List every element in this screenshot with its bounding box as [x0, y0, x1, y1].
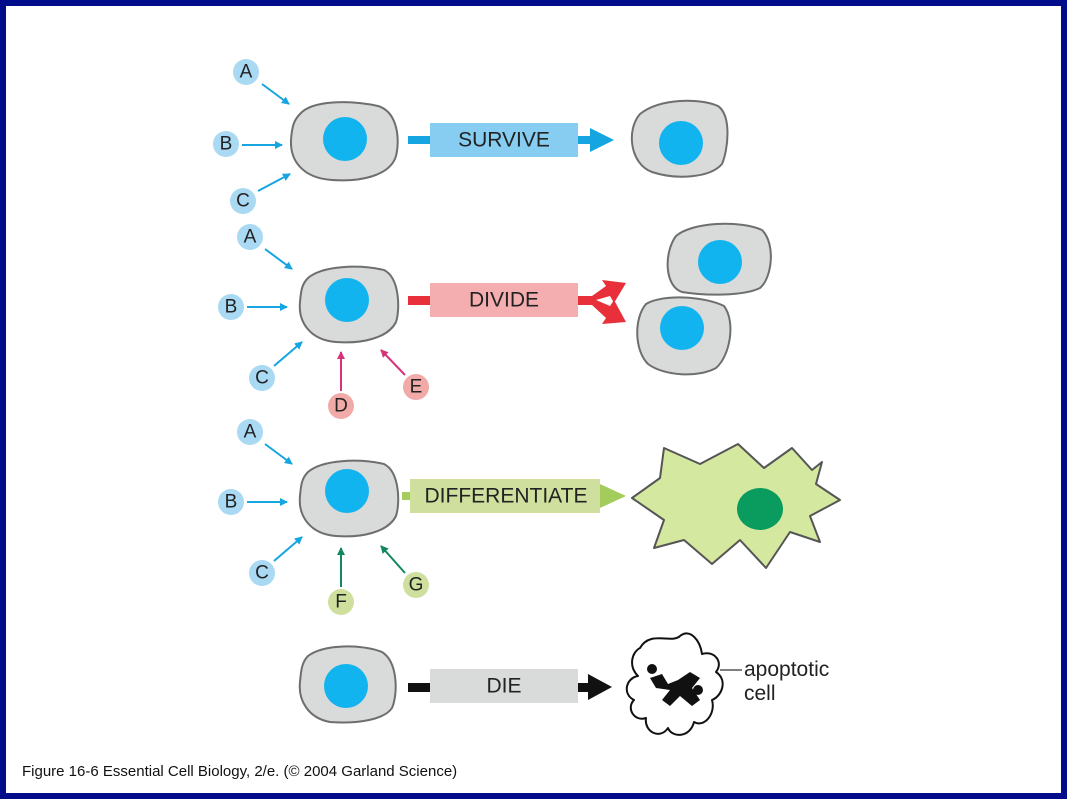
arrow-c-differentiate	[273, 536, 303, 562]
svg-text:B: B	[225, 492, 238, 513]
source-cell-differentiate	[298, 459, 400, 538]
arrow-e-divide	[380, 349, 406, 376]
signal-a-differentiate: A	[237, 419, 263, 445]
signal-c-survive: C	[230, 188, 256, 214]
signal-d-divide: D	[328, 393, 354, 419]
signal-a-survive: A	[233, 59, 259, 85]
signal-e-divide: E	[403, 374, 429, 400]
svg-text:C: C	[236, 191, 250, 212]
nucleus	[660, 306, 704, 350]
svg-text:E: E	[410, 377, 423, 398]
signal-f-differentiate: F	[328, 589, 354, 615]
survive-banner: SURVIVE	[408, 123, 614, 157]
arrow-c-divide	[273, 341, 303, 367]
signal-b-differentiate: B	[218, 489, 244, 515]
arrow-c-survive	[257, 173, 291, 192]
svg-text:DIE: DIE	[486, 675, 521, 698]
svg-text:G: G	[409, 575, 424, 596]
svg-text:A: A	[240, 62, 253, 83]
figure-caption: Figure 16-6 Essential Cell Biology, 2/e.…	[22, 763, 458, 780]
svg-text:C: C	[255, 368, 269, 389]
arrow-a-divide	[264, 248, 293, 270]
svg-text:DIVIDE: DIVIDE	[469, 289, 539, 312]
signal-b-divide: B	[218, 294, 244, 320]
arrow-a-differentiate	[264, 443, 293, 465]
signal-c-divide: C	[249, 365, 275, 391]
split-arrow	[578, 280, 626, 324]
differentiate-row: A B C F G DIFFERENTI	[218, 419, 841, 615]
signal-g-differentiate: G	[403, 572, 429, 598]
svg-text:C: C	[255, 563, 269, 584]
condensed-chromatin	[650, 672, 700, 706]
signal-b-survive: B	[213, 131, 239, 157]
nucleus	[324, 664, 368, 708]
nucleus	[323, 117, 367, 161]
die-banner: DIE	[408, 669, 612, 703]
daughter-cell-top	[666, 222, 772, 296]
daughter-cell-bottom	[636, 296, 732, 376]
svg-text:F: F	[335, 592, 347, 613]
signal-c-differentiate: C	[249, 560, 275, 586]
svg-text:A: A	[244, 227, 257, 248]
svg-text:DIFFERENTIATE: DIFFERENTIATE	[425, 485, 588, 508]
arrow-a-survive	[261, 83, 290, 105]
result-cell-survive	[631, 99, 729, 178]
svg-text:B: B	[220, 134, 233, 155]
svg-text:SURVIVE: SURVIVE	[458, 129, 550, 152]
apoptotic-label-line2: cell	[744, 682, 776, 705]
survive-row: A B C SURVIVE	[213, 59, 729, 214]
die-row: DIE apoptotic cell	[298, 632, 829, 736]
divide-banner: DIVIDE	[408, 280, 626, 324]
apoptotic-label-line1: apoptotic	[744, 658, 829, 681]
nucleus	[698, 240, 742, 284]
svg-text:B: B	[225, 297, 238, 318]
source-cell-survive	[289, 101, 399, 182]
source-cell-die	[298, 645, 397, 724]
nucleus	[737, 488, 783, 530]
differentiated-cell	[631, 443, 841, 569]
arrow-g-differentiate	[380, 545, 406, 574]
svg-text:D: D	[334, 396, 348, 417]
svg-text:A: A	[244, 422, 257, 443]
differentiate-banner: DIFFERENTIATE	[402, 479, 626, 513]
nucleus	[325, 469, 369, 513]
divide-row: A B C D E DIVIDE	[218, 222, 772, 419]
nucleus	[325, 278, 369, 322]
source-cell-divide	[298, 265, 400, 344]
apoptotic-cell	[625, 632, 742, 736]
nucleus	[659, 121, 703, 165]
signal-a-divide: A	[237, 224, 263, 250]
